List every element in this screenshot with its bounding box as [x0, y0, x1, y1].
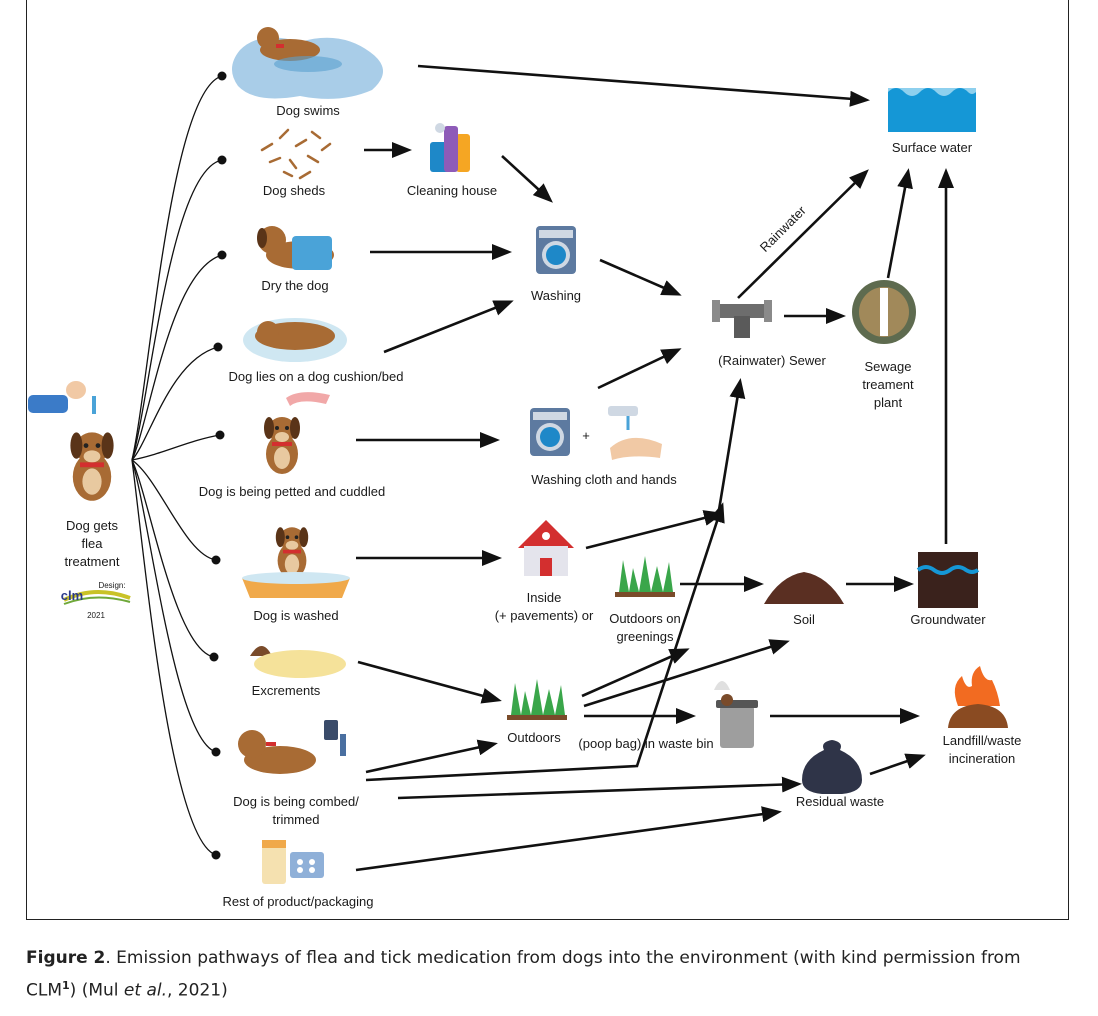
- pathway-arrows: [355, 64, 954, 872]
- dog-bath-icon: [242, 527, 350, 598]
- label-dog-sheds: Dog sheds: [263, 183, 326, 198]
- label-waste-bin: (poop bag) in waste bin: [578, 736, 713, 751]
- washing-machine-icon: [536, 226, 576, 274]
- label-landfill: Landfill/waste: [943, 733, 1022, 748]
- label-outdoors-greenings: greenings: [616, 629, 674, 644]
- soil-icon: [764, 572, 844, 604]
- figure-frame: [26, 0, 1069, 920]
- figure-number: Figure 2: [26, 948, 106, 968]
- emission-pathway-diagram: Dog gets flea treatment Design: clm 2021…: [28, 27, 1022, 909]
- sewer-pipe-icon: [712, 300, 772, 338]
- label-outdoors-greenings: Outdoors on: [609, 611, 681, 626]
- label-sewage-plant: plant: [874, 395, 903, 410]
- waste-bin-icon: [714, 681, 758, 748]
- excrements-icon: [250, 646, 346, 678]
- dog-cushion-icon: [243, 318, 347, 362]
- caption-text: ) (Mul: [69, 980, 124, 1001]
- packaging-icon: [262, 840, 324, 884]
- label-inside: Inside: [527, 590, 562, 605]
- branch-dots: [209, 71, 227, 860]
- label-surface-water: Surface water: [892, 140, 973, 155]
- clm-logo: [63, 589, 131, 605]
- label-landfill: incineration: [949, 751, 1016, 766]
- svg-text:treatment: treatment: [65, 554, 120, 569]
- label-dog-cushion: Dog lies on a dog cushion/bed: [229, 369, 404, 384]
- grass-icon: [507, 679, 567, 720]
- clm-brand: clm: [61, 588, 83, 603]
- source-branches: [131, 75, 223, 856]
- label-sewage-plant: treament: [862, 377, 914, 392]
- surface-water-icon: [888, 88, 976, 132]
- landfill-fire-icon: [948, 666, 1008, 728]
- label-sewage-plant: Sewage: [865, 359, 912, 374]
- label-cleaning-house: Cleaning house: [407, 183, 497, 198]
- label-residual-waste: Residual waste: [796, 794, 884, 809]
- label-dog-petted: Dog is being petted and cuddled: [199, 484, 385, 499]
- label-dog-combed: Dog is being combed/: [233, 794, 359, 809]
- label-groundwater: Groundwater: [910, 612, 986, 627]
- label-outdoors: Outdoors: [507, 730, 561, 745]
- svg-text:flea: flea: [82, 536, 104, 551]
- label-washing-cloth-hands: Washing cloth and hands: [531, 472, 677, 487]
- label-dog-swims: Dog swims: [276, 103, 340, 118]
- washing-machine-icon: [530, 408, 570, 456]
- sewage-plant-icon: [852, 280, 916, 344]
- dog-swims-icon: [231, 27, 384, 99]
- dog-petted-icon: [264, 392, 330, 474]
- label-sewer: (Rainwater) Sewer: [718, 353, 826, 368]
- treated-dog-icon: [28, 381, 114, 501]
- label-rest-of-product: Rest of product/packaging: [222, 894, 373, 909]
- grass-icon: [615, 556, 675, 597]
- caption-text: . Emission pathways of flea and tick med…: [26, 948, 1021, 1001]
- cleaning-supplies-icon: [430, 123, 470, 172]
- label-soil: Soil: [793, 612, 815, 627]
- dog-towel-icon: [257, 226, 334, 270]
- house-icon: [518, 520, 574, 576]
- groundwater-icon: [916, 552, 980, 608]
- trash-bag-icon: [802, 740, 862, 794]
- caption-italic: et al.: [123, 980, 167, 1001]
- svg-text:Dog gets: Dog gets: [66, 518, 119, 533]
- label-dog-washed: Dog is washed: [253, 608, 338, 623]
- label-washing: Washing: [531, 288, 581, 303]
- source-label: Dog gets flea treatment: [65, 518, 120, 569]
- dog-comb-icon: [238, 720, 346, 774]
- label-dog-combed: trimmed: [273, 812, 320, 827]
- footnote-mark: 1: [62, 979, 70, 992]
- plus-sign: +: [582, 428, 590, 443]
- hand-washing-icon: [608, 406, 662, 460]
- label-excrements: Excrements: [252, 683, 321, 698]
- dog-hair-icon: [260, 128, 332, 180]
- label-dry-the-dog: Dry the dog: [261, 278, 328, 293]
- design-label: Design:: [98, 581, 125, 590]
- caption-text: , 2021): [167, 980, 228, 1001]
- figure-caption: Figure 2. Emission pathways of flea and …: [26, 945, 1076, 1005]
- label-rainwater: Rainwater: [757, 202, 809, 254]
- label-inside: (+ pavements) or: [495, 608, 594, 623]
- design-year: 2021: [87, 611, 105, 620]
